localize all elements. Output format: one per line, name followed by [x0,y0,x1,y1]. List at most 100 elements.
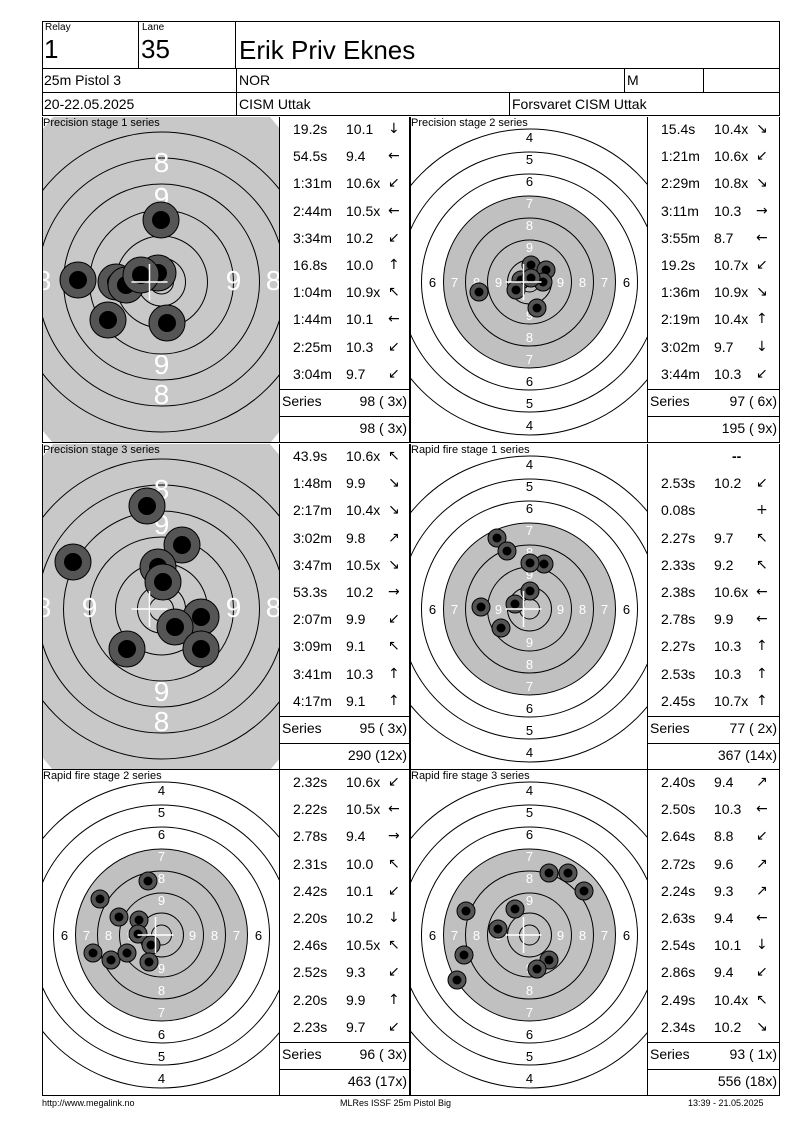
shot-direction-icon: ← [756,910,768,926]
shot-time: 2:17m [293,502,332,519]
shot-hole [469,282,489,302]
shot-hole [122,256,160,294]
ring-number: 5 [158,1049,165,1064]
scoring-ring [443,848,616,1022]
shot-score: 10.2 [714,475,742,492]
series-divider [648,389,779,390]
header-vline-a [236,68,237,116]
shot-direction-icon: ↑ [388,257,400,273]
dates: 20-22.05.2025 [44,96,135,112]
shot-hole [534,554,554,574]
ring-number: 8 [266,592,279,623]
ring-number: 5 [526,479,533,494]
running-total-row: 367 (14x) [648,743,779,770]
scoring-ring [119,892,204,978]
ring-number: 6 [526,174,533,189]
shot-direction-icon: ↑ [388,665,400,682]
ring-number: 8 [154,706,170,737]
ring-number: 8 [158,871,165,886]
shot-score: 10.0 [346,257,374,273]
shot-score: 9.7 [346,365,366,382]
footer-url[interactable]: http://www.megalink.no [42,1098,135,1108]
ring-number: 4 [526,418,533,433]
ring-number: 7 [601,928,608,943]
panel-title: Precision stage 3 series [43,444,160,456]
shot-score: 10.6x [346,175,381,192]
shot-hole [144,563,182,601]
scoring-ring [43,458,279,760]
shot-time: 2:44m [293,202,332,219]
relay-cell [42,21,139,69]
ring-number: 9 [495,275,502,290]
ring-number: 8 [158,983,165,998]
scoring-ring [443,522,616,696]
scoring-ring [43,484,279,734]
shot-hole [505,899,525,919]
series-total: 95 ( 3x) [359,720,407,736]
ring-number: 9 [557,275,564,290]
series-label: Series [282,393,322,409]
scoring-ring [411,128,647,436]
panel-title: Precision stage 1 series [43,117,160,129]
series-total: 97 ( 6x) [729,393,777,409]
series-total: 77 ( 2x) [729,720,777,736]
total-divider [648,1069,779,1071]
shot-direction-icon: → [388,828,400,845]
shot-score: 10.4x [346,502,381,519]
ring-number: 7 [451,928,458,943]
footer-timestamp: 13:39 - 21.05.2025 [688,1098,764,1108]
target-frame: 88999988 [42,117,279,443]
shot-direction-icon: ↓ [756,338,768,355]
shot-direction-icon: ↗ [756,882,768,899]
relay-value: 1 [44,34,59,64]
group-center-cross [505,591,542,627]
shot-direction-icon: ← [388,311,400,328]
shot-score: 10.8x [714,175,749,192]
shot-direction-icon: → [388,584,400,600]
scoring-ring [465,544,594,674]
shot-direction-icon: ← [756,584,768,600]
shot-direction-icon: ↙ [756,365,768,382]
shot-score: 10.4x [714,121,749,137]
shot-direction-icon: ↙ [388,175,400,192]
organizer: Forsvaret CISM Uttak [512,96,647,112]
shot-direction-icon: ↙ [756,475,768,492]
shot-time: 2.52s [293,964,328,981]
ring-number: 9 [526,567,533,582]
ring-number: 7 [526,679,533,694]
scoring-ring [89,536,234,682]
shot-direction-icon: ↓ [388,910,400,926]
ring-number: 6 [526,1027,533,1042]
footer-software: MLRes ISSF 25m Pistol Big [340,1098,452,1108]
ring-number: 9 [226,592,242,623]
shot-time: 2:07m [293,611,332,628]
ring-number: 6 [429,602,436,617]
shot-score: 9.2 [714,556,734,573]
ring-number: 8 [579,275,586,290]
scoring-ring [421,826,638,1044]
running-total-row: 463 (17x) [280,1069,409,1096]
scoring-ring [421,500,638,718]
ring-number: 7 [83,928,90,943]
shot-score: 10.9x [714,284,749,301]
series-label: Series [282,720,322,736]
shot-score: 8.7 [714,229,734,246]
